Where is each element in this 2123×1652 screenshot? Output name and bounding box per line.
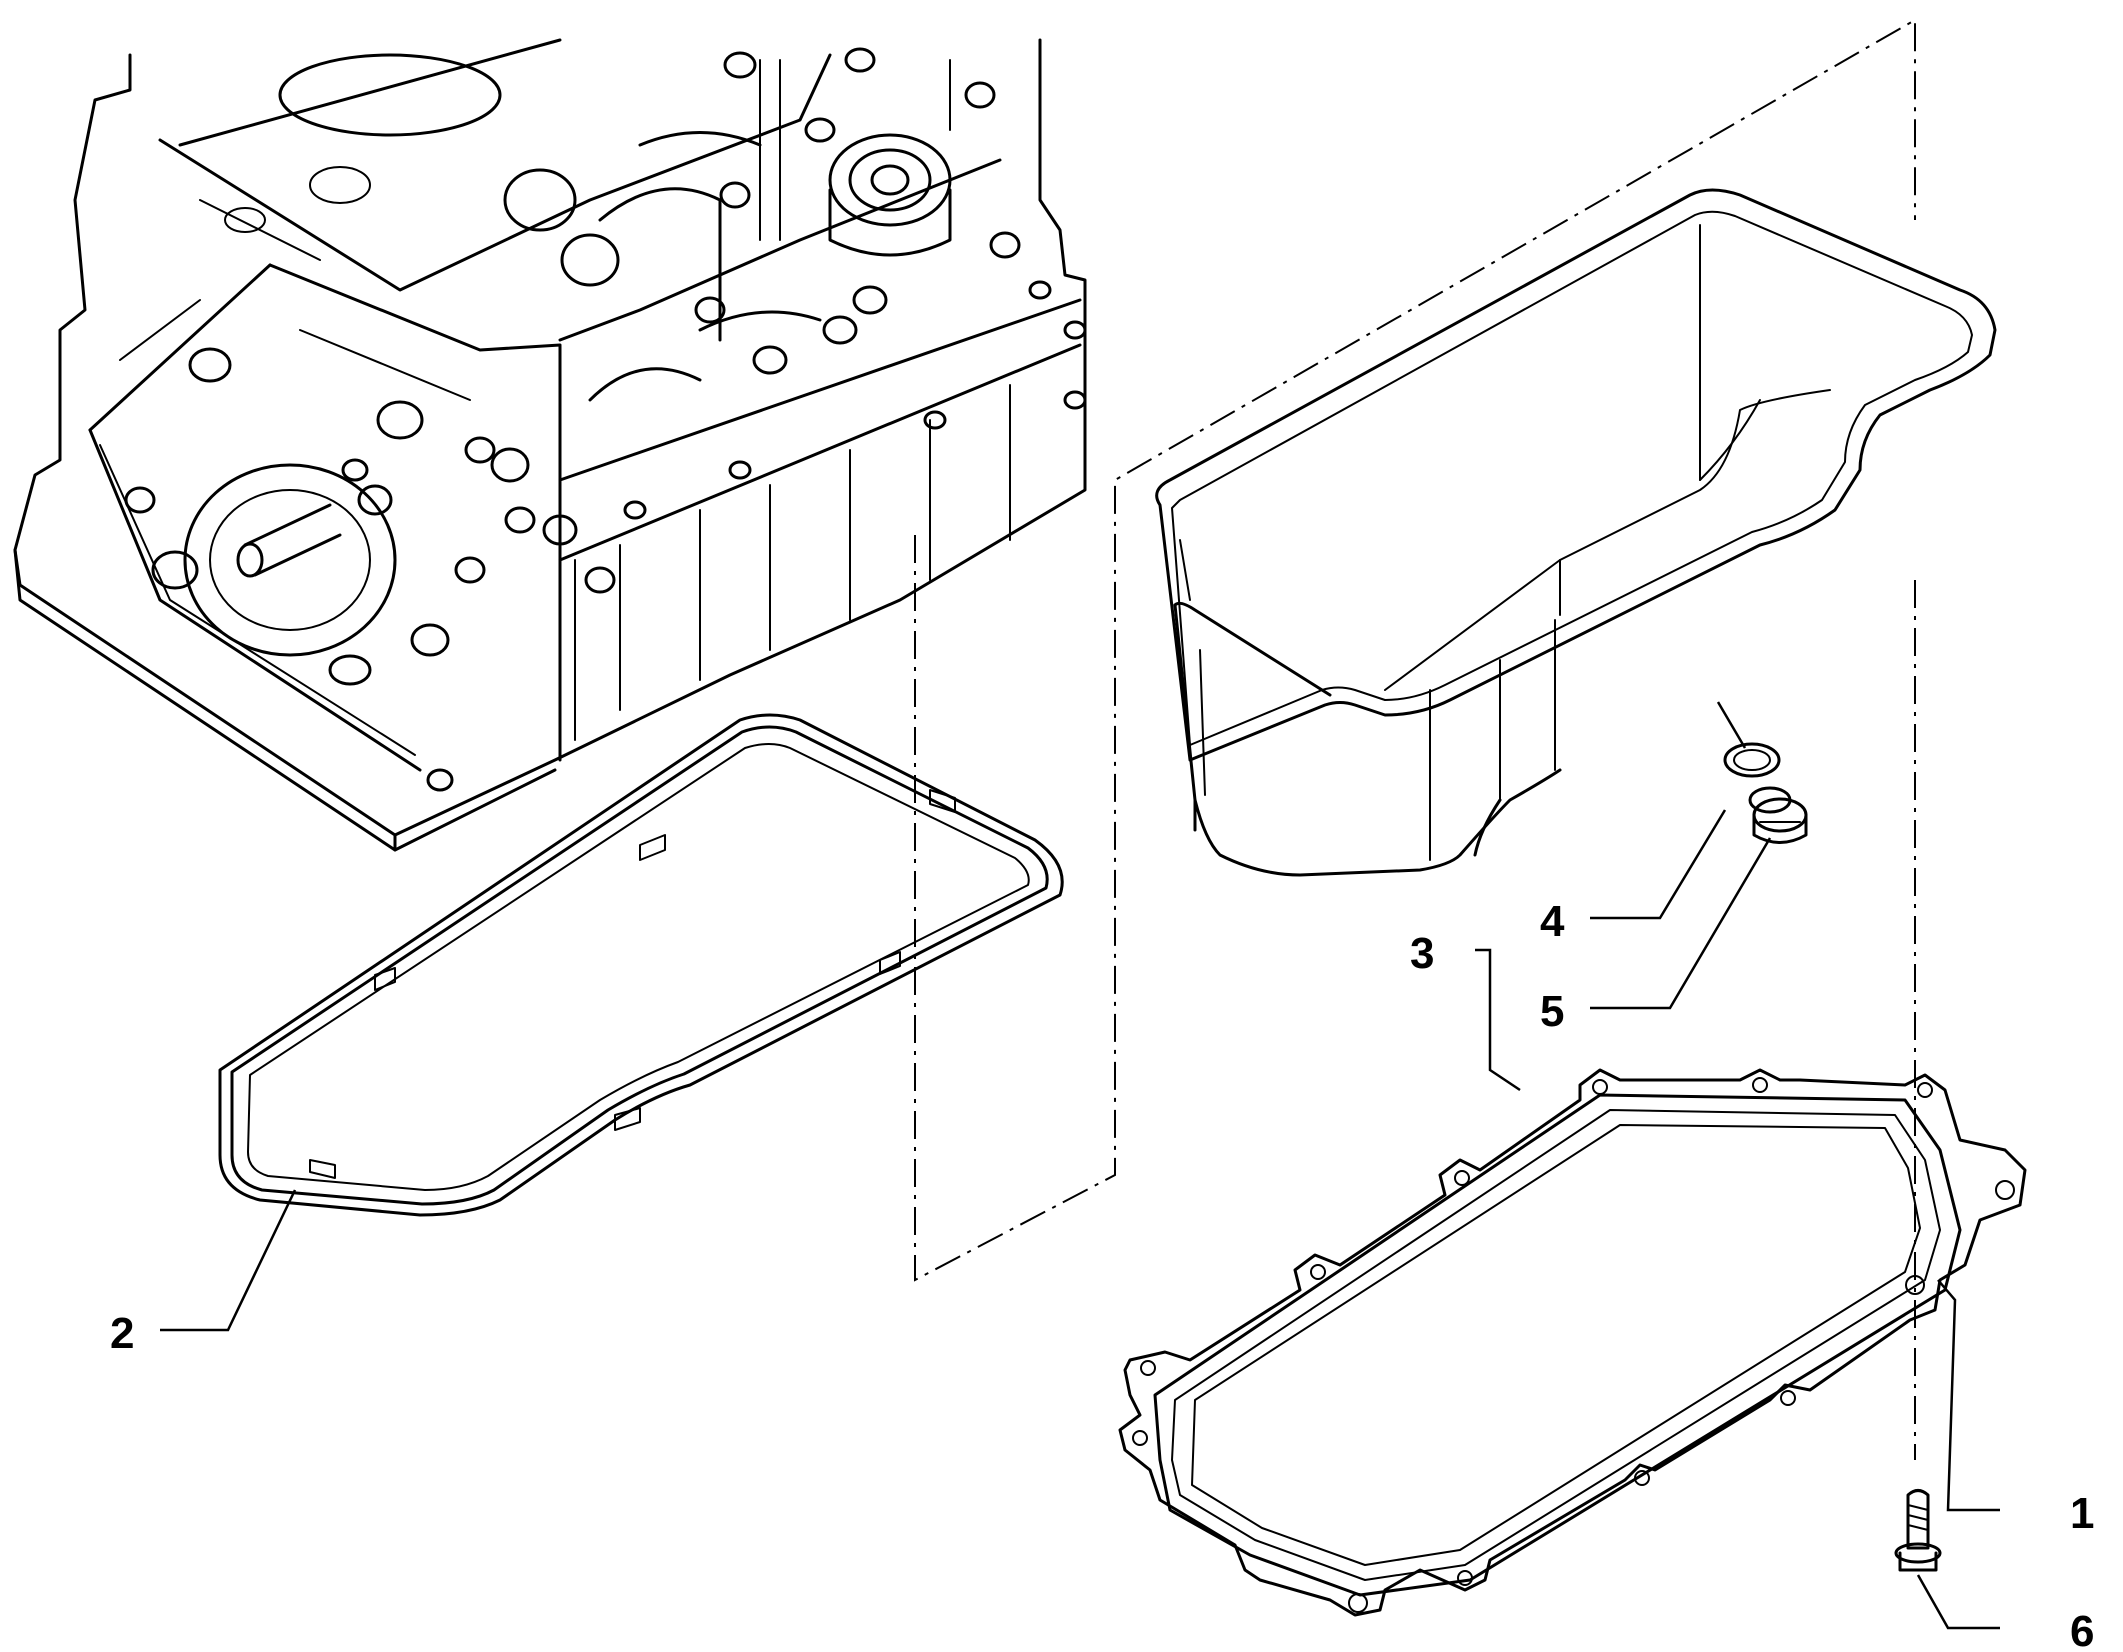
oil-pan-lower-frame xyxy=(1118,1068,2027,1617)
callout-label: 6 xyxy=(2070,1607,2094,1652)
callout-label: 5 xyxy=(1540,987,1564,1036)
callout-label: 3 xyxy=(1410,929,1434,978)
oil-pan xyxy=(1155,188,1997,877)
drain-plug xyxy=(1748,786,1808,844)
leader-lines xyxy=(160,809,2000,1630)
sealing-washer xyxy=(1716,701,1781,778)
oil-pan-gasket xyxy=(218,713,1064,1217)
callout-label: 2 xyxy=(110,1309,134,1358)
callout-labels: 2 3 4 5 1 6 xyxy=(110,897,2094,1652)
callout-label: 4 xyxy=(1540,897,1565,946)
flange-bolt xyxy=(1894,1489,1942,1572)
engine-block xyxy=(13,38,1087,852)
assembly-centerlines xyxy=(914,18,1916,1460)
callout-label: 1 xyxy=(2070,1489,2094,1538)
